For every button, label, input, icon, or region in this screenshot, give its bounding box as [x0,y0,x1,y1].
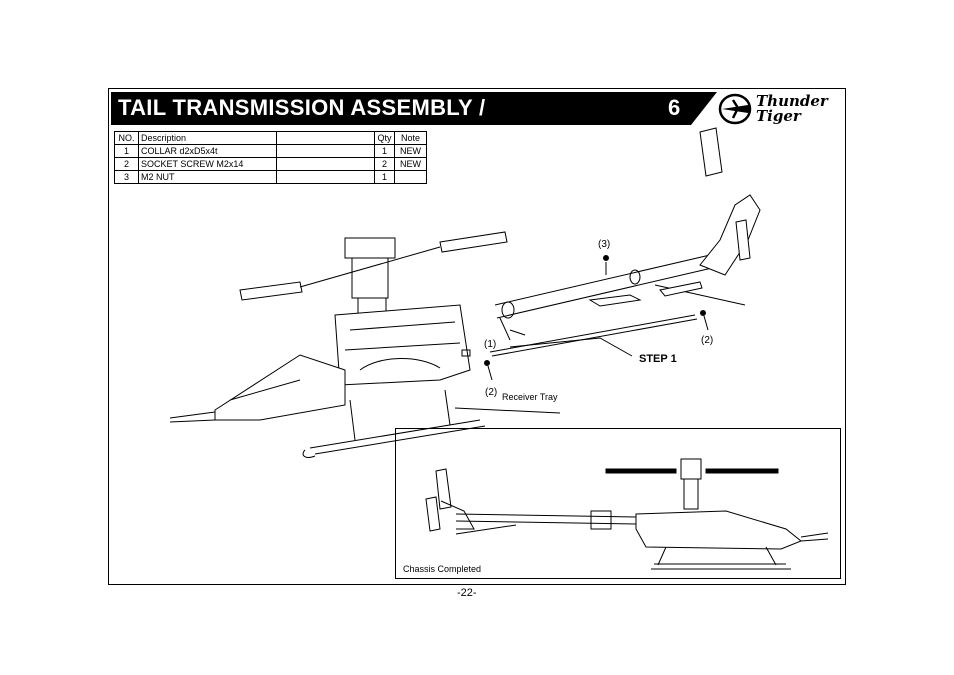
jet-logo-icon [718,93,752,125]
page-number: -22- [457,587,477,599]
completed-chassis-diagram [425,458,829,570]
parts-table: NO. Description Qty Note 1 COLLAR d2xD5x… [114,131,427,184]
callout-2-lower: (2) [485,387,498,398]
brand-logo: Thunder Tiger [716,92,842,126]
title-banner [111,92,717,125]
step-1-label: STEP 1 [639,353,677,365]
receiver-tray-label: Receiver Tray [502,392,558,402]
cell-description: M2 NUT [138,170,277,184]
callout-3: (3) [598,239,611,250]
page-frame [108,88,846,585]
logo-text-line1: Thunder [756,92,828,110]
table-row: 1 COLLAR d2xD5x4t 1 NEW [114,144,427,158]
step-number: 6 [668,95,681,120]
inset-caption: Chassis Completed [403,564,482,574]
table-header-row: NO. Description Qty Note [114,131,427,145]
inset-panel: Chassis Completed [395,428,841,579]
logo-text-line2: Tiger [756,107,801,125]
table-row: 3 M2 NUT 1 [114,170,427,184]
callout-2-right: (2) [701,335,714,346]
cell-note [394,170,427,184]
callout-1: (1) [484,339,497,350]
page-title: TAIL TRANSMISSION ASSEMBLY / [118,95,486,120]
table-row: 2 SOCKET SCREW M2x14 2 NEW [114,157,427,171]
